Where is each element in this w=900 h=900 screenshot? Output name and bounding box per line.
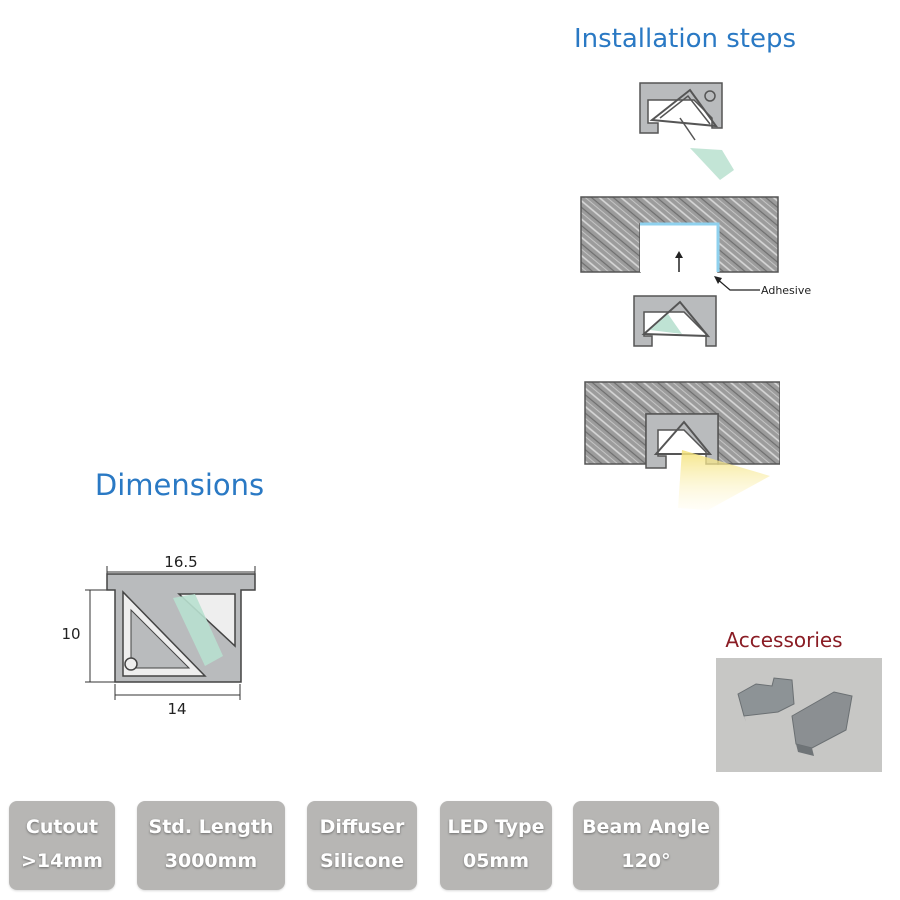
spec-badge-beam-angle: Beam Angle 120° [573, 801, 719, 890]
spec-badge-std-length: Std. Length 3000mm [137, 801, 285, 890]
dim-width-bottom: 14 [167, 700, 186, 718]
accessories-title: Accessories [725, 628, 843, 652]
spec-value: 3000mm [164, 850, 258, 872]
spec-badge-led-type: LED Type 05mm [440, 801, 552, 890]
spec-value: 120° [621, 850, 671, 872]
install-step-1-figure [639, 82, 734, 180]
spec-value: Silicone [320, 850, 404, 872]
dim-width-top: 16.5 [164, 553, 197, 571]
dimension-drawing: 16.5 10 14 [61, 553, 256, 718]
spec-badge-diffuser: Diffuser Silicone [307, 801, 417, 890]
spec-label: Diffuser [319, 816, 405, 838]
installation-steps-title: Installation steps [573, 24, 797, 54]
install-step-2-figure: Adhesive [580, 196, 811, 347]
spec-label: Std. Length [148, 816, 274, 838]
spec-value: >14mm [21, 850, 103, 872]
spec-label: Beam Angle [582, 816, 710, 838]
spec-label: LED Type [447, 816, 545, 838]
spec-badge-cutout: Cutout >14mm [9, 801, 115, 890]
end-caps-image [737, 677, 853, 756]
spec-label: Cutout [25, 816, 99, 838]
dim-height: 10 [61, 625, 80, 643]
install-step-3-figure [584, 381, 780, 510]
dimensions-title: Dimensions [94, 468, 265, 502]
accessories-photo [716, 658, 882, 772]
adhesive-label: Adhesive [761, 284, 811, 297]
spec-value: 05mm [462, 850, 530, 872]
